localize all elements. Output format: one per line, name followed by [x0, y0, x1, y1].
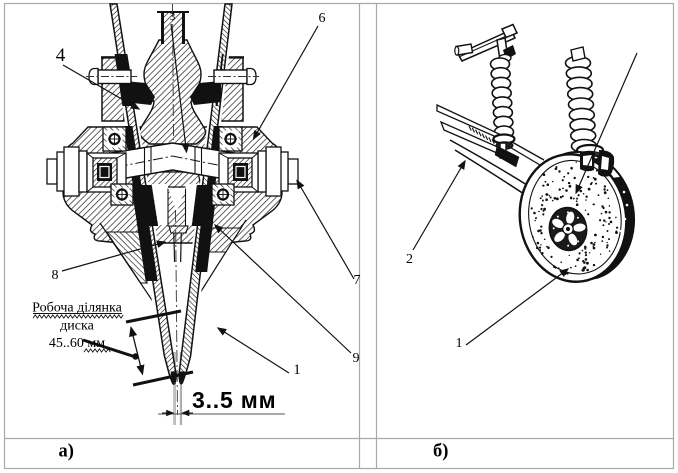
svg-text:1: 1 — [456, 336, 463, 351]
svg-text:а): а) — [59, 442, 74, 462]
svg-text:1: 1 — [293, 362, 301, 378]
svg-text:б): б) — [433, 442, 448, 462]
svg-text:диска: диска — [60, 319, 94, 334]
svg-text:4: 4 — [56, 45, 66, 66]
svg-text:7: 7 — [354, 273, 361, 288]
svg-text:8: 8 — [52, 268, 59, 283]
svg-text:45..60 мм: 45..60 мм — [49, 336, 105, 351]
svg-text:2: 2 — [406, 252, 413, 267]
svg-text:3: 3 — [170, 11, 176, 23]
svg-text:9: 9 — [353, 351, 360, 366]
svg-text:Робоча ділянка: Робоча ділянка — [32, 301, 122, 316]
svg-text:6: 6 — [319, 11, 326, 26]
svg-text:3..5 мм: 3..5 мм — [192, 387, 276, 413]
